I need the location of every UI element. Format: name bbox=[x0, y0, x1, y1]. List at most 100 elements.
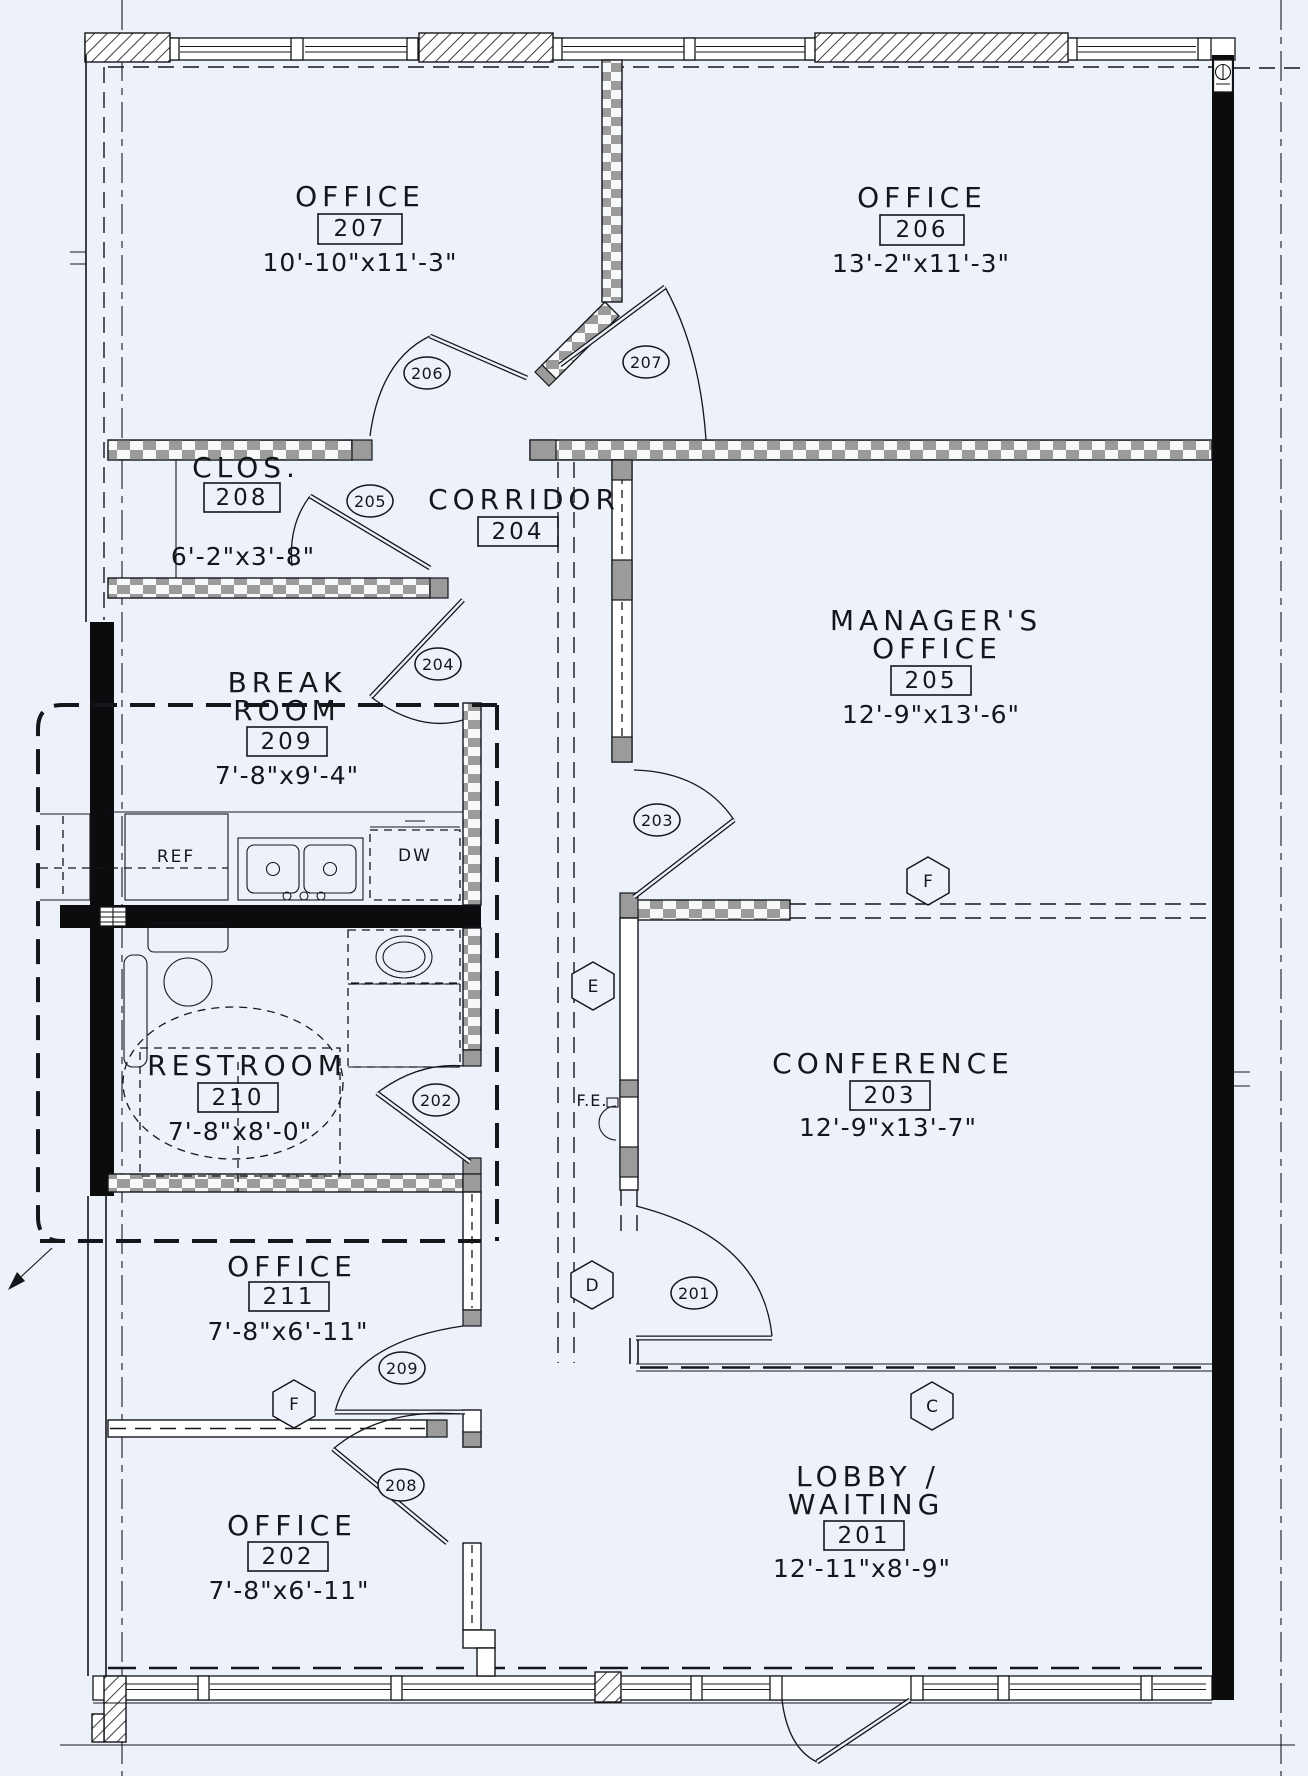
door-204 bbox=[369, 598, 465, 725]
room-dimensions: 7'-8"x6'-11" bbox=[208, 1576, 369, 1605]
black-wall-right bbox=[1212, 55, 1234, 1700]
svg-text:202: 202 bbox=[420, 1091, 452, 1110]
door-tag-209: 209 bbox=[378, 1351, 426, 1385]
svg-text:201: 201 bbox=[678, 1284, 710, 1303]
black-wall-plumbing bbox=[60, 905, 481, 928]
roof-drain-symbol bbox=[1212, 59, 1234, 93]
refrigerator-label: REF bbox=[157, 847, 195, 867]
room-dimensions: 10'-10"x11'-3" bbox=[263, 248, 458, 277]
refrigerator bbox=[124, 813, 229, 901]
doors bbox=[290, 284, 773, 1545]
wall-office202-east bbox=[462, 1542, 496, 1677]
svg-text:208: 208 bbox=[385, 1476, 417, 1495]
room-number-box bbox=[823, 1520, 905, 1551]
room-name: RESTROOM bbox=[147, 1049, 347, 1082]
room-number-box bbox=[246, 726, 328, 757]
wall-angled bbox=[541, 301, 620, 380]
wall-closet-south bbox=[107, 577, 431, 599]
room-label-corridor-204: CORRIDOR 204 bbox=[428, 483, 620, 547]
room-number-box bbox=[879, 214, 965, 246]
room-number: 202 bbox=[262, 1544, 315, 1570]
svg-text:F: F bbox=[289, 1395, 299, 1415]
cavity-walls bbox=[107, 459, 1212, 1677]
svg-text:209: 209 bbox=[386, 1359, 418, 1378]
dishwasher-label: DW bbox=[398, 846, 432, 866]
svg-text:205: 205 bbox=[354, 492, 386, 511]
room-label-lobby-201: LOBBY / WAITING 201 12'-11"x8'-9" bbox=[773, 1460, 950, 1583]
corner-column-hatch bbox=[91, 1713, 105, 1743]
kitchen-fixtures: REF DW bbox=[40, 811, 463, 901]
room-number-box bbox=[203, 482, 281, 513]
entry-door bbox=[781, 1697, 912, 1765]
room-number: 209 bbox=[261, 729, 314, 755]
room-number: 211 bbox=[263, 1284, 316, 1310]
door-205 bbox=[290, 493, 432, 571]
svg-text:C: C bbox=[926, 1397, 938, 1417]
svg-text:D: D bbox=[585, 1276, 598, 1296]
door-tag-202: 202 bbox=[412, 1083, 460, 1117]
door-tag-207: 207 bbox=[622, 345, 670, 379]
wall-type-tags: F E D C F bbox=[272, 856, 954, 1431]
room-dimensions: 7'-8"x9'-4" bbox=[215, 761, 359, 790]
door-209 bbox=[334, 1325, 465, 1415]
room-number: 204 bbox=[492, 519, 545, 545]
column-hatch bbox=[814, 32, 1069, 63]
door-203 bbox=[632, 769, 736, 899]
door-207 bbox=[558, 284, 707, 441]
dishwasher bbox=[369, 820, 461, 901]
corner-column-hatch bbox=[103, 1675, 127, 1743]
room-name: OFFICE bbox=[227, 1250, 357, 1283]
room-dimensions: 12'-9"x13'-7" bbox=[799, 1113, 977, 1142]
room-dimensions: 12'-9"x13'-6" bbox=[842, 700, 1020, 729]
room-number-box bbox=[849, 1080, 931, 1111]
interior-walls bbox=[107, 59, 1213, 1193]
room-dimensions: 13'-2"x11'-3" bbox=[832, 249, 1010, 278]
room-number: 201 bbox=[838, 1523, 891, 1549]
top-window-wall bbox=[84, 32, 1306, 69]
room-label-office-207: OFFICE 207 10'-10"x11'-3" bbox=[263, 180, 458, 277]
room-name: OFFICE bbox=[295, 180, 425, 213]
room-name: OFFICE bbox=[857, 181, 987, 214]
room-number: 208 bbox=[216, 485, 269, 511]
wall-tag-F-bottom: F bbox=[272, 1379, 316, 1429]
door-tag-206: 206 bbox=[403, 356, 451, 390]
wall-breakroom-east bbox=[462, 702, 482, 906]
wall-tag-E: E bbox=[571, 961, 615, 1011]
room-labels: OFFICE 207 10'-10"x11'-3" OFFICE 206 13'… bbox=[147, 180, 1042, 1605]
door-206 bbox=[369, 333, 528, 437]
fire-extinguisher-label: F.E. bbox=[577, 1091, 608, 1110]
lavatory-counter bbox=[147, 922, 229, 953]
svg-text:E: E bbox=[588, 977, 599, 997]
door-tag-204: 204 bbox=[414, 647, 462, 681]
clear-floor-space bbox=[139, 1047, 341, 1177]
room-label-managers-office-205: MANAGER'S OFFICE 205 12'-9"x13'-6" bbox=[830, 604, 1042, 729]
wall-managers-west bbox=[611, 459, 633, 763]
room-label-office-211: OFFICE 211 7'-8"x6'-11" bbox=[207, 1250, 367, 1346]
room-name: BREAK bbox=[228, 666, 347, 699]
grid-lines bbox=[121, 0, 1282, 1776]
room-name: OFFICE bbox=[227, 1509, 357, 1542]
column-hatch bbox=[594, 1671, 622, 1703]
wall-restroom-east bbox=[462, 927, 482, 1051]
fire-extinguisher-cabinet: F.E. bbox=[577, 1091, 619, 1141]
lobby-north-boundary bbox=[636, 1363, 1212, 1372]
room-label-restroom-210: RESTROOM 210 7'-8"x8'-0" bbox=[147, 1049, 347, 1146]
room-name-line2: ROOM bbox=[233, 694, 341, 727]
black-walls bbox=[60, 55, 1250, 1700]
wall-office211-202-divider bbox=[107, 1419, 448, 1438]
svg-text:207: 207 bbox=[630, 353, 662, 372]
room-label-office-202: OFFICE 202 7'-8"x6'-11" bbox=[208, 1509, 369, 1605]
column-hatch bbox=[84, 32, 171, 63]
room-name: CORRIDOR bbox=[428, 483, 620, 516]
svg-text:204: 204 bbox=[422, 655, 454, 674]
wall-conference-west bbox=[619, 892, 639, 1364]
door-202 bbox=[375, 1064, 472, 1165]
room-number: 203 bbox=[864, 1083, 917, 1109]
room-name: MANAGER'S bbox=[830, 604, 1042, 637]
wall-tag-F-top: F bbox=[906, 856, 950, 906]
room-number: 206 bbox=[896, 217, 949, 243]
room-number-box bbox=[477, 516, 559, 547]
room-name-line2: OFFICE bbox=[872, 632, 1002, 665]
room-label-break-room-209: BREAK ROOM 209 7'-8"x9'-4" bbox=[215, 666, 359, 790]
room-number-box bbox=[890, 665, 972, 696]
